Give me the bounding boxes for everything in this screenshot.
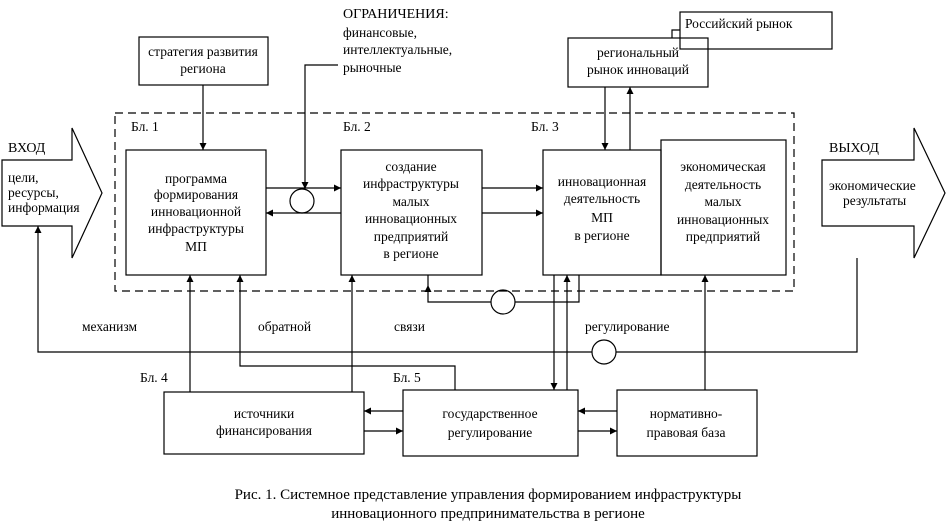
state-regulation-line-1: государственное (442, 406, 537, 421)
regulation-circle (591, 339, 617, 365)
caption-line-1: Рис. 1. Системное представление управлен… (235, 487, 742, 503)
strategy-line-2: региона (180, 61, 225, 76)
block-3-label: Бл. 3 (531, 119, 559, 134)
regional-market-line-2: рынок инноваций (587, 62, 689, 77)
system-boundary (114, 112, 795, 292)
block-4-label: Бл. 4 (140, 370, 168, 385)
program-line-1: программа (165, 171, 227, 186)
feedback-word-1: механизм (82, 319, 138, 334)
program-line-5: МП (185, 239, 207, 254)
infrastructure-line-6: в регионе (383, 246, 438, 261)
financing-line-1: источники (234, 406, 294, 421)
economic-line-5: предприятий (686, 229, 760, 244)
financing-box (163, 391, 365, 455)
input-line-3: информация (8, 200, 80, 215)
economic-line-2: деятельность (685, 177, 761, 192)
financing-line-2: финансирования (216, 423, 312, 438)
block-2-label: Бл. 2 (343, 119, 371, 134)
legal-base-line-2: правовая база (647, 425, 726, 440)
program-line-2: формирования (154, 187, 238, 202)
constraints-title: ОГРАНИЧЕНИЯ: (343, 7, 449, 22)
infrastructure-line-2: инфраструктуры (363, 176, 459, 191)
constraint-junction-circle (289, 188, 315, 214)
regional-market-line-1: региональный (597, 45, 679, 60)
block-5-label: Бл. 5 (393, 370, 421, 385)
infrastructure-line-5: предприятий (374, 229, 448, 244)
economic-line-4: инновационных (677, 212, 769, 227)
innovation-line-3: МП (591, 210, 613, 225)
russian-market-label: Российский рынок (685, 16, 793, 31)
block-1-label: Бл. 1 (131, 119, 159, 134)
output-title: ВЫХОД (829, 141, 879, 156)
constraints-item-1: финансовые, (343, 25, 417, 40)
feedback-word-2: обратной (258, 319, 311, 334)
program-line-3: инновационной (151, 204, 241, 219)
input-line-2: ресурсы, (8, 185, 59, 200)
feedback-word-4: регулирование (585, 319, 670, 334)
output-line-2: результаты (843, 193, 906, 208)
caption-line-2: инновационного предпринимательства в рег… (331, 506, 645, 522)
legal-base-box (616, 389, 758, 457)
internal-feedback-circle (490, 289, 516, 315)
regional-market-box (567, 37, 709, 88)
input-arrow-shape (1, 127, 103, 259)
state-regulation-line-2: регулирование (448, 425, 533, 440)
innovation-line-4: в регионе (574, 228, 629, 243)
innovation-line-2: деятельность (564, 191, 640, 206)
innovation-line-1: инновационная (558, 174, 646, 189)
constraints-item-2: интеллектуальные, (343, 42, 452, 57)
infrastructure-line-1: создание (385, 159, 436, 174)
economic-line-1: экономическая (680, 159, 766, 174)
input-line-1: цели, (8, 170, 39, 185)
economic-line-3: малых (704, 194, 741, 209)
strategy-line-1: стратегия развития (148, 44, 258, 59)
program-line-4: инфраструктуры (148, 221, 244, 236)
infrastructure-line-4: инновационных (365, 211, 457, 226)
economic-activity-box (660, 139, 787, 276)
infrastructure-line-3: малых (392, 194, 429, 209)
constraints-item-3: рыночные (343, 60, 402, 75)
output-arrow-shape (821, 127, 946, 259)
feedback-word-3: связи (394, 319, 425, 334)
output-line-1: экономические (829, 178, 916, 193)
input-title: ВХОД (8, 141, 46, 156)
state-regulation-box (402, 389, 579, 457)
legal-base-line-1: нормативно- (650, 406, 723, 421)
